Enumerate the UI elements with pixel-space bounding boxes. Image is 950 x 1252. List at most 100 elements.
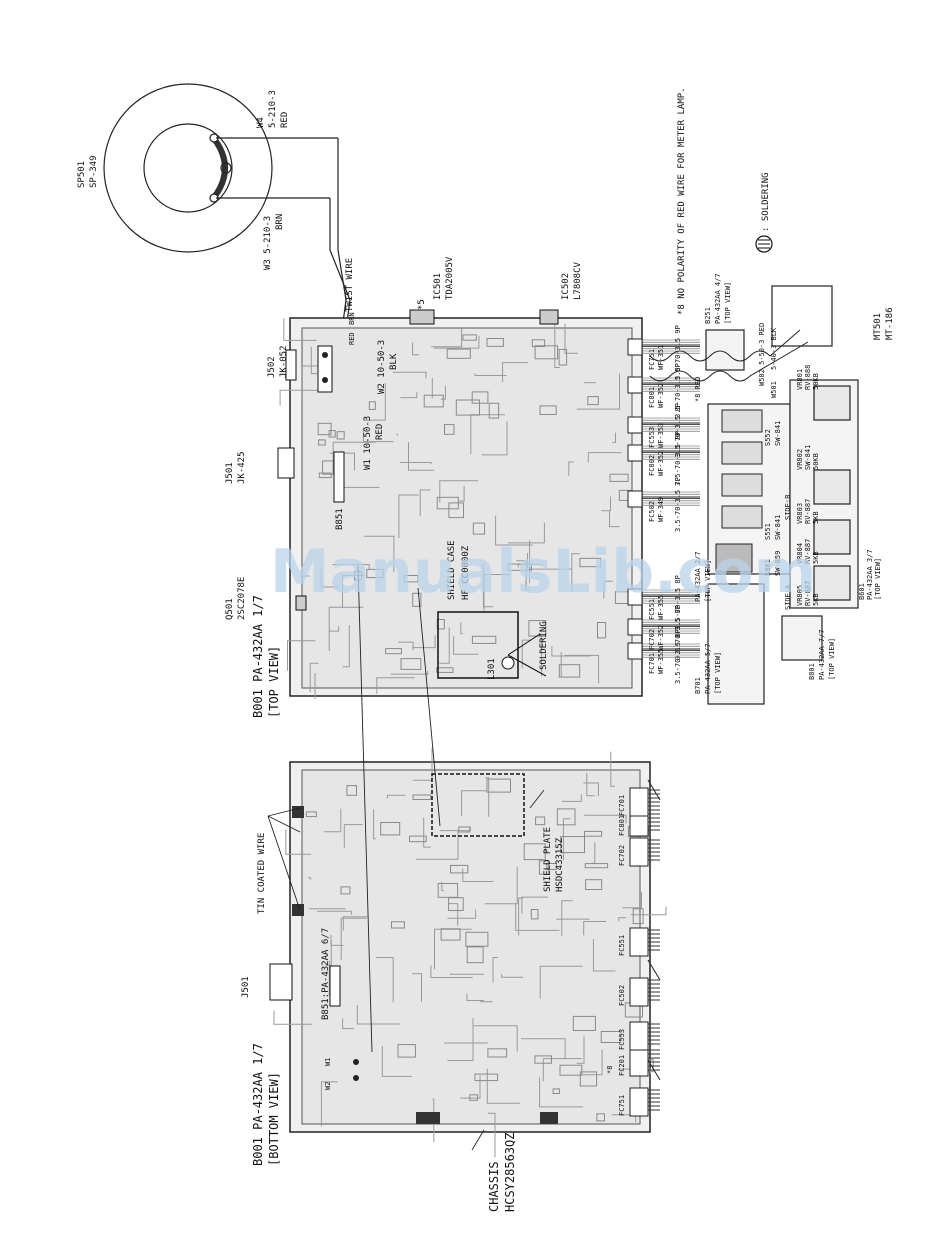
b701-label: B701: [694, 677, 702, 694]
w501-label: W501: [770, 381, 778, 398]
b601-view-label: [TOP VIEW]: [874, 558, 882, 600]
w4-red-label: RED: [280, 112, 290, 128]
fc-bottom-w8-label: *8: [606, 1066, 614, 1074]
ic501-label: IC501: [433, 273, 443, 300]
vr802-part-label: SW-841: [804, 445, 812, 470]
vr803-label: VR803: [796, 503, 804, 524]
fc-name-label: FC553: [648, 427, 656, 448]
twist-wire-label: TWIST WIRE: [345, 258, 355, 312]
w2-bottom-label: W2: [324, 1082, 332, 1090]
chassis-part-label: HCSY28563QZ: [503, 1133, 517, 1212]
fc-bottom-label: FC551: [618, 935, 626, 956]
w3-label: W3 5-210-3: [263, 216, 273, 270]
bottom-view-label: [BOTTOM VIEW]: [267, 1072, 281, 1166]
fc-bottom-label: FC201: [618, 1055, 626, 1076]
soldering-legend-icon: [756, 236, 772, 252]
vr801-value-label: 50KB: [812, 373, 820, 390]
vr803-part-label: RV-887: [804, 499, 812, 524]
ic502-label: IC502: [561, 273, 571, 300]
j502-label: J502: [267, 356, 277, 378]
q501-label: Q501: [225, 598, 235, 620]
b851-bottom-label: B851:PA-432AA 6/7: [321, 928, 331, 1020]
vr801-part-label: RV-888: [804, 365, 812, 390]
fc-name-label: FC502: [648, 501, 656, 522]
b801-view-label: [TOP VIEW]: [828, 638, 836, 680]
w4-part-label: 5-210-3: [268, 90, 278, 128]
fc-connector-pad: [628, 643, 642, 659]
ic501-part-label: TDA2005V: [445, 256, 455, 300]
mt501-label: MT501: [873, 313, 883, 340]
w1-red-label: RED: [375, 424, 385, 440]
pcb-top-view: [278, 310, 642, 699]
fc-name-label: FC702: [648, 629, 656, 650]
w2-label: W2 10-50-3: [377, 340, 387, 394]
ic502-part-label: L7808CV: [573, 261, 583, 300]
b801-part-label: PA-432AA 7/7: [818, 629, 826, 680]
red-wire-label: RED: [348, 332, 356, 345]
fc-name-label: FC801: [648, 387, 656, 408]
j502-part-label: JK-052: [279, 345, 289, 378]
j501-bottom-label: J501: [241, 976, 251, 998]
w3-brn-label: BRN: [275, 214, 285, 230]
fc-part-label: WF-349: [657, 497, 665, 522]
vr802-label: VR802: [796, 449, 804, 470]
note-meter-lamp: *8 NO POLARITY OF RED WIRE FOR METER LAM…: [677, 87, 687, 315]
fc-connector-pad: [628, 417, 642, 433]
fc-name-label: FC701: [648, 653, 656, 674]
fc-part-label: WF-352: [657, 451, 665, 476]
fc-part-label: WF-355: [657, 649, 665, 674]
j501-top-label: J501: [225, 462, 235, 484]
shield-plate-label: SHIELD PLATE: [543, 827, 553, 892]
j501-part-top-label: JK-425: [237, 451, 247, 484]
b801-label: B801: [808, 663, 816, 680]
b601-label: B601: [858, 583, 866, 600]
s552-part-label: SW-841: [774, 421, 782, 446]
w5-label: *5: [417, 299, 427, 310]
w502-label: W502 5-50-3 RED: [758, 323, 766, 386]
soldering-legend-label: : SOLDERING: [761, 172, 771, 232]
l301-label: L301: [487, 658, 497, 680]
top-view-label: [TOP VIEW]: [267, 646, 281, 718]
b701-view-label: [TOP VIEW]: [714, 652, 722, 694]
fc-bottom-pad: [630, 1088, 648, 1116]
b701-part-label: PA-432AA 5/7: [704, 643, 712, 694]
fc-bottom-label: FC553: [618, 1029, 626, 1050]
b001-top-title: B001 PA-432AA 1/7: [251, 595, 265, 718]
fc-connector-pad: [628, 445, 642, 461]
b601-part-label: PA-432AA 3/7: [866, 549, 874, 600]
fc-spec-label: 3.5-70-3.5 8P: [674, 629, 682, 684]
pcb-trace: [397, 434, 398, 436]
fc-part-label: WF-351: [657, 345, 665, 370]
fc-bottom-pad: [630, 838, 648, 866]
fc-bottom-label: FC502: [618, 985, 626, 1006]
side-b-label: SIDE:B: [784, 495, 792, 520]
fc-bottom-label: FC801: [618, 815, 626, 836]
sp501-label: SP501: [77, 161, 87, 188]
vr803-value-label: 5KB: [812, 511, 820, 524]
fc-bottom-label: FC751: [618, 1095, 626, 1116]
fc-spec-label: 3.5-70-3.5 7P: [674, 477, 682, 532]
speaker-sp501: [104, 84, 350, 330]
w501-part-label: 5-40-3 BLK: [770, 327, 778, 370]
chassis-label: CHASSIS: [487, 1161, 501, 1212]
fc-bottom-pad: [630, 1048, 648, 1076]
b251-label: B251: [704, 307, 712, 324]
sp349-label: SP-349: [89, 155, 99, 188]
fc-connector-pad: [628, 491, 642, 507]
tin-coated-label: TIN COATED WIRE: [257, 833, 267, 914]
fc-bottom-label: FC702: [618, 845, 626, 866]
vr801-label: VR801: [796, 369, 804, 390]
fc-part-label: WF-352: [657, 383, 665, 408]
fc-connector-pad: [628, 339, 642, 355]
watermark: ManualsLib.com: [270, 537, 816, 607]
brn-wire-label: BRN: [348, 312, 356, 325]
w4-label: W4: [256, 117, 266, 128]
fc-bottom-pad: [630, 928, 648, 956]
fc-name-label: FC802: [648, 455, 656, 476]
b251-view-label: [TOP VIEW]: [724, 282, 732, 324]
b251-part-label: PA-432AA 4/7: [714, 273, 722, 324]
fc-bottom-pad: [630, 1022, 648, 1050]
